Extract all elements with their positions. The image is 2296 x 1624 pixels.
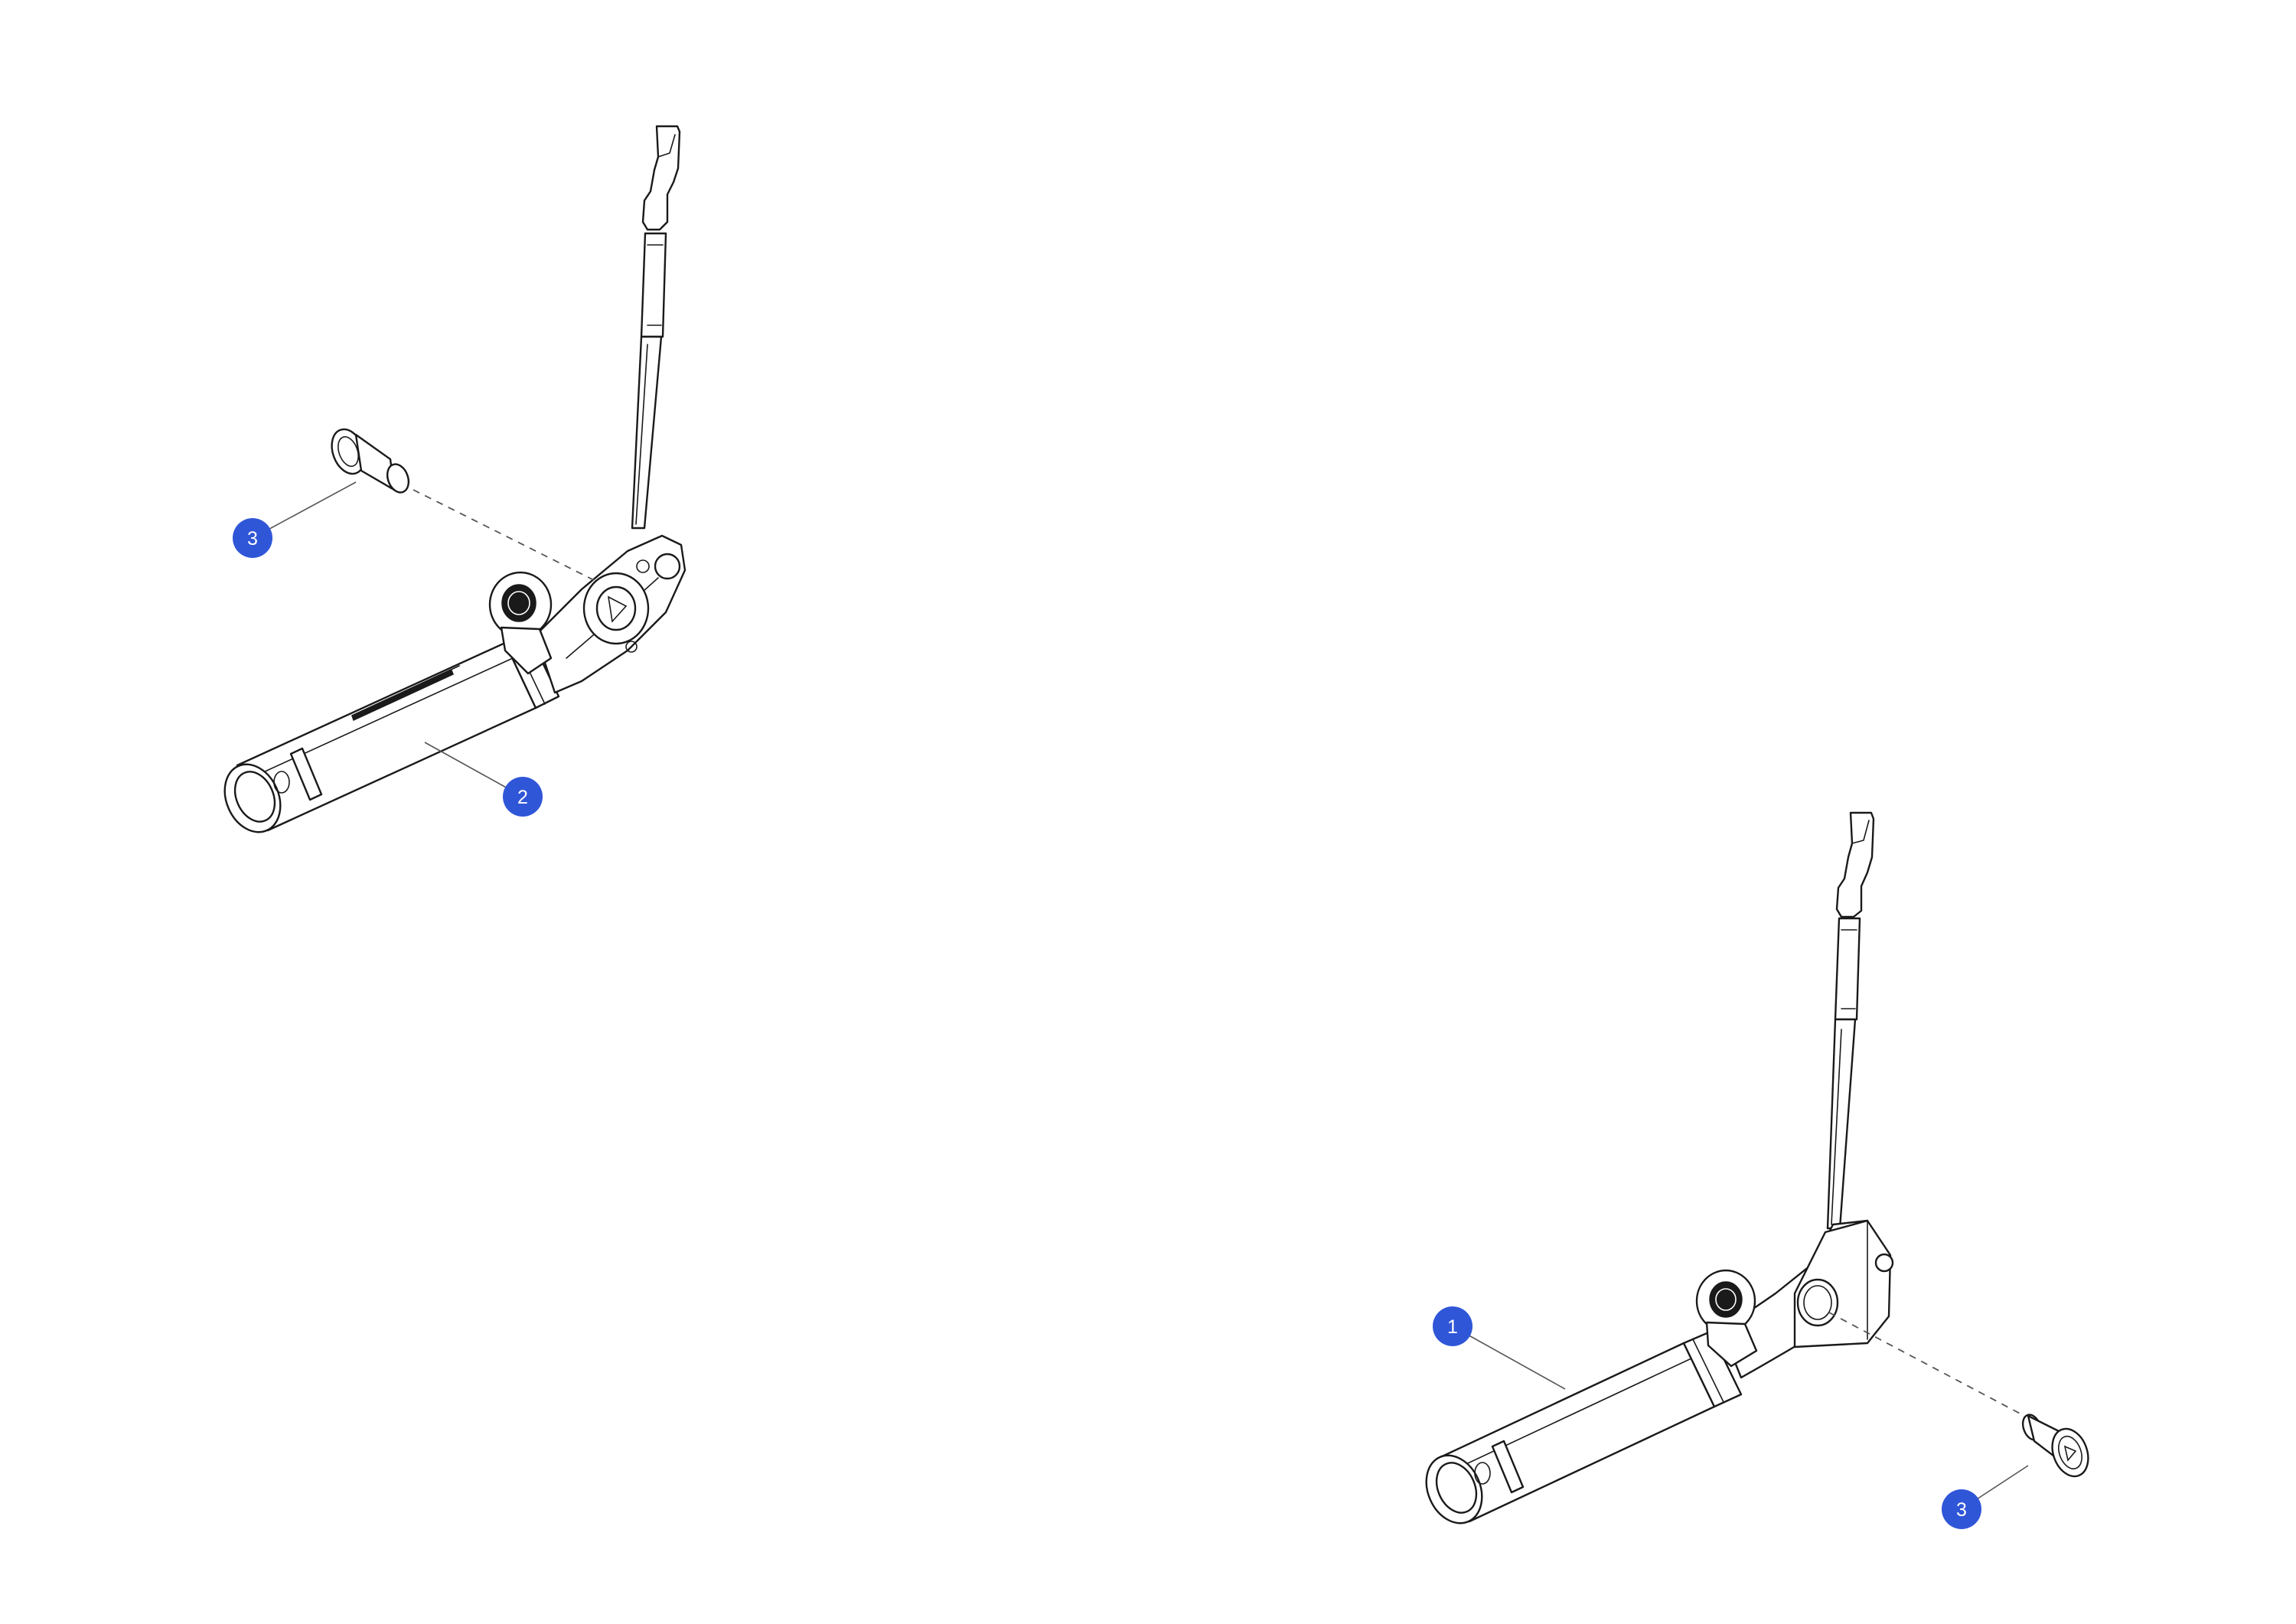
callout-badge (503, 777, 543, 817)
screw-part-3-bottom-right (2021, 1414, 2089, 1478)
axis-line-bottom-right (1828, 1312, 2025, 1417)
mechanism-housing-bottom-right (1695, 1219, 1894, 1379)
callout-number: 2 (517, 787, 528, 808)
callout-number: 3 (247, 528, 258, 549)
callout-c1: 1 (1433, 1306, 1566, 1390)
callout-number: 1 (1447, 1316, 1458, 1338)
callout-badge (1433, 1306, 1473, 1346)
callout-badge (1942, 1489, 1981, 1529)
axis-line-top-left (413, 489, 598, 582)
callout-leader-line (1452, 1326, 1566, 1390)
screw-part-3-top-left (331, 428, 410, 494)
upright-rod-bottom-right (1826, 811, 1875, 1230)
callout-number: 3 (1956, 1499, 1967, 1521)
callout-c2: 2 (424, 742, 543, 817)
assembly-part-1 (1425, 811, 1894, 1525)
assembly-part-2 (223, 125, 687, 833)
upright-rod-top-left (631, 125, 681, 530)
main-shaft-top-left (223, 631, 560, 833)
callout-badge (233, 518, 272, 558)
callout-c3b: 3 (1942, 1465, 2029, 1529)
main-shaft-bottom-right (1425, 1330, 1743, 1525)
callout-c3a: 3 (233, 481, 357, 558)
mechanism-housing-top-left (488, 534, 687, 694)
callout-layer: 3 2 1 3 (233, 481, 2029, 1529)
